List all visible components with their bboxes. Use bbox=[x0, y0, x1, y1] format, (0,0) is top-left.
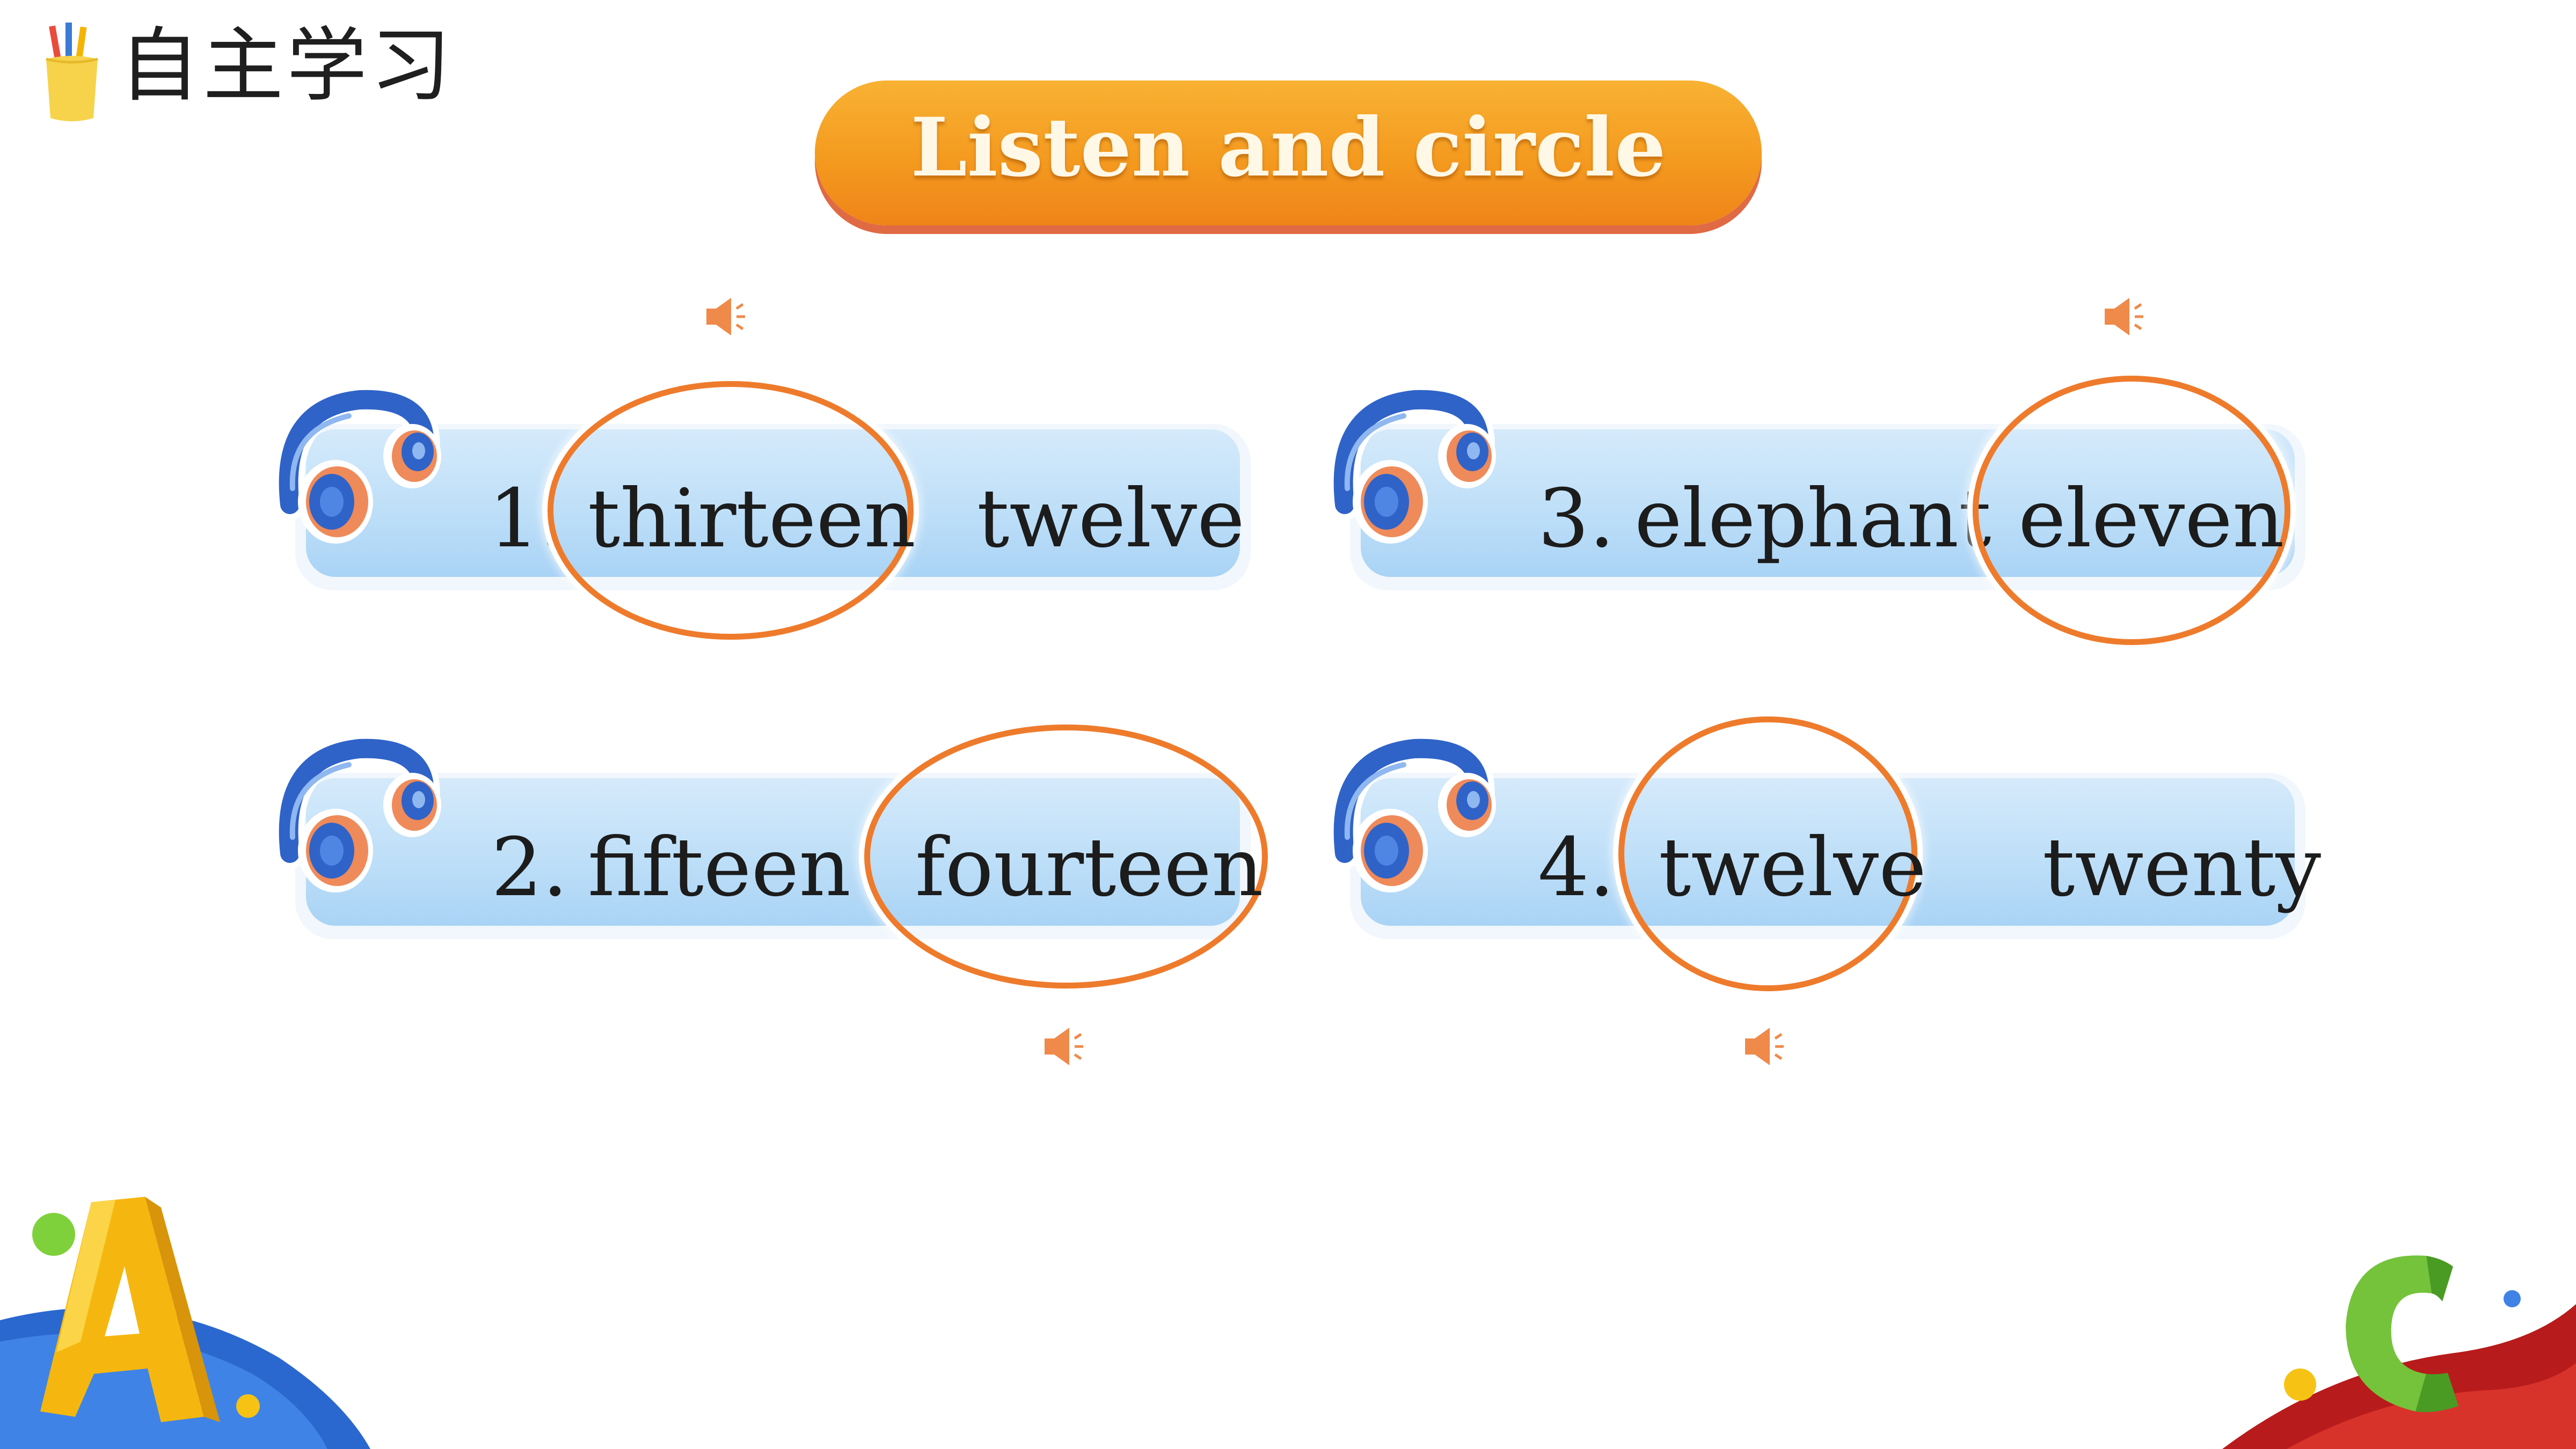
page-title: Listen and circle bbox=[910, 100, 1666, 195]
answer-item-1: 1. thirteen twelve bbox=[273, 381, 1251, 640]
answer-circle bbox=[548, 381, 914, 640]
headphones-icon[interactable] bbox=[268, 370, 451, 553]
item-number: 2. bbox=[491, 821, 568, 914]
option-b[interactable]: twenty bbox=[2042, 821, 2322, 914]
item-number: 3. bbox=[1538, 472, 1615, 566]
speaker-icon[interactable] bbox=[1041, 1022, 1090, 1071]
option-a[interactable]: elephant bbox=[1634, 472, 1991, 566]
answer-item-2: 2. fifteen fourteen bbox=[273, 724, 1268, 989]
section-title: 自主学习 bbox=[119, 19, 455, 113]
title-banner: Listen and circle bbox=[815, 80, 1762, 225]
headphones-icon[interactable] bbox=[268, 719, 451, 902]
answer-circle bbox=[1618, 716, 1917, 991]
item-number: 4. bbox=[1538, 821, 1615, 914]
letter-c-decoration bbox=[2222, 1255, 2576, 1449]
answer-circle bbox=[1973, 376, 2290, 645]
answer-item-4: 4. twelve twenty bbox=[1327, 716, 2321, 991]
option-a[interactable]: fifteen bbox=[588, 821, 851, 914]
answer-item-3: 3. elephant eleven bbox=[1327, 376, 2305, 645]
option-b[interactable]: fourteen bbox=[915, 821, 1264, 914]
headphones-icon[interactable] bbox=[1323, 719, 1506, 902]
speaker-icon[interactable] bbox=[2101, 292, 2150, 341]
option-b[interactable]: eleven bbox=[2018, 472, 2285, 566]
answer-circle bbox=[864, 724, 1268, 989]
option-b[interactable]: twelve bbox=[977, 472, 1245, 566]
speaker-icon[interactable] bbox=[1742, 1022, 1790, 1071]
letter-a-decoration bbox=[0, 1197, 370, 1449]
pencil-cup-icon bbox=[46, 23, 98, 121]
speaker-icon[interactable] bbox=[703, 292, 751, 341]
headphones-icon[interactable] bbox=[1323, 370, 1506, 553]
option-a[interactable]: thirteen bbox=[588, 472, 916, 566]
option-a[interactable]: twelve bbox=[1659, 821, 1926, 914]
